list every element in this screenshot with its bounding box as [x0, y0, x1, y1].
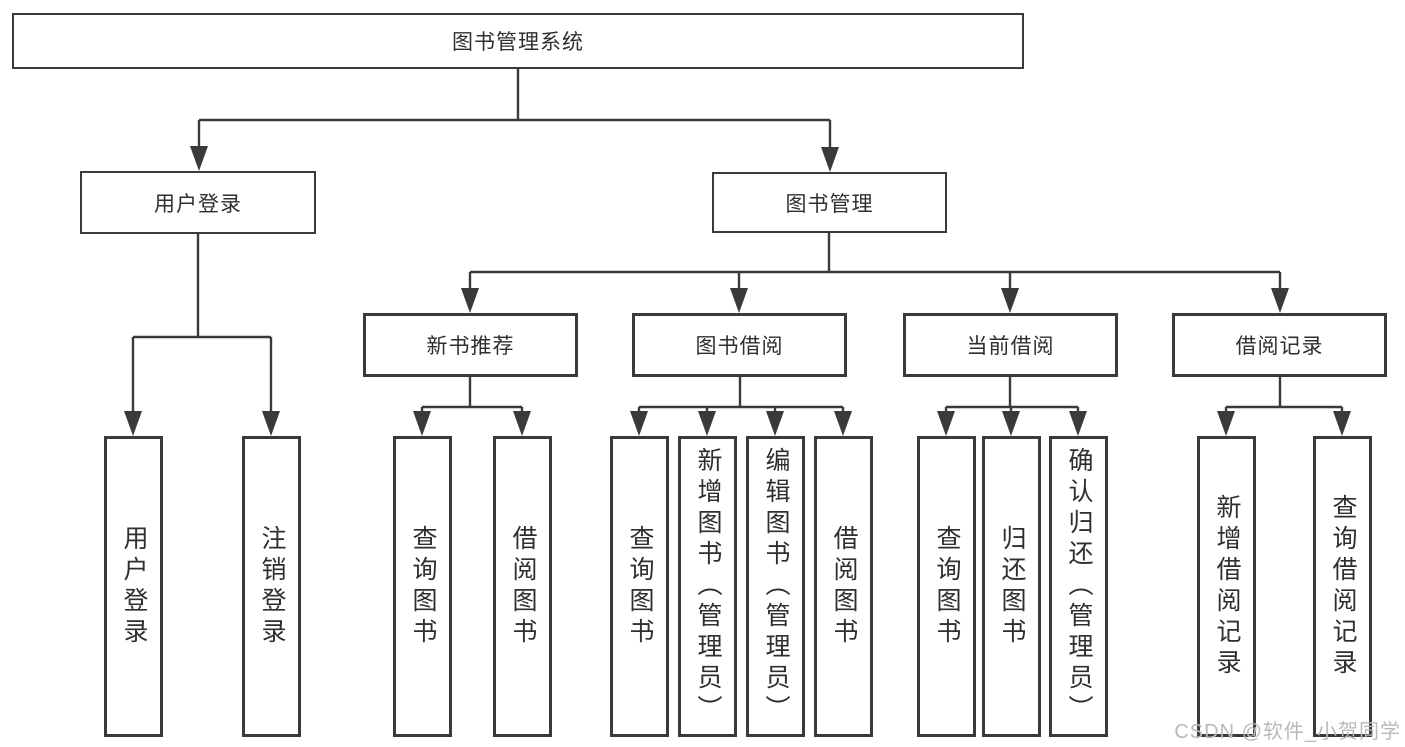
node-current-borrow-label: 当前借阅: [966, 335, 1055, 358]
leaf-query-books-current: 查询图书: [917, 436, 976, 737]
leaf-add-borrow-record-label: 新增借阅记录: [1213, 493, 1241, 680]
leaf-confirm-return-admin-label: 确认归还（管理员）: [1065, 447, 1093, 726]
leaf-query-borrow-record: 查询借阅记录: [1313, 436, 1372, 737]
leaf-edit-books-admin-label: 编辑图书（管理员）: [762, 447, 790, 726]
leaf-borrow-books-label: 借阅图书: [830, 524, 858, 649]
leaf-edit-books-admin: 编辑图书（管理员）: [746, 436, 805, 737]
leaf-query-books-borrow-label: 查询图书: [626, 524, 654, 649]
node-library-system: 图书管理系统: [12, 13, 1024, 69]
node-borrow-records-label: 借阅记录: [1235, 335, 1324, 358]
node-current-borrow: 当前借阅: [903, 313, 1118, 377]
leaf-add-borrow-record: 新增借阅记录: [1197, 436, 1256, 737]
leaf-user-login-label: 用户登录: [120, 524, 148, 649]
leaf-user-login: 用户登录: [104, 436, 163, 737]
leaf-logout: 注销登录: [242, 436, 301, 737]
leaf-add-books-admin: 新增图书（管理员）: [678, 436, 737, 737]
node-book-management: 图书管理: [712, 172, 947, 233]
node-book-borrow-label: 图书借阅: [695, 335, 784, 358]
leaf-return-books-label: 归还图书: [998, 524, 1026, 649]
leaf-query-books-borrow: 查询图书: [610, 436, 669, 737]
leaf-add-books-admin-label: 新增图书（管理员）: [694, 447, 722, 726]
leaf-borrow-books-recommend: 借阅图书: [493, 436, 552, 737]
node-new-book-recommend: 新书推荐: [363, 313, 578, 377]
leaf-query-books-recommend-label: 查询图书: [409, 524, 437, 649]
leaf-query-borrow-record-label: 查询借阅记录: [1329, 493, 1357, 680]
leaf-query-books-current-label: 查询图书: [933, 524, 961, 649]
leaf-confirm-return-admin: 确认归还（管理员）: [1049, 436, 1108, 737]
node-user-login: 用户登录: [80, 171, 316, 234]
leaf-return-books: 归还图书: [982, 436, 1041, 737]
leaf-borrow-books-recommend-label: 借阅图书: [509, 524, 537, 649]
leaf-borrow-books: 借阅图书: [814, 436, 873, 737]
leaf-query-books-recommend: 查询图书: [393, 436, 452, 737]
csdn-watermark: CSDN @软件_小贺同学: [1174, 721, 1401, 743]
node-library-system-label: 图书管理系统: [452, 31, 584, 54]
leaf-logout-label: 注销登录: [258, 524, 286, 649]
node-user-login-label: 用户登录: [154, 192, 242, 216]
node-book-management-label: 图书管理: [785, 192, 874, 216]
node-new-book-recommend-label: 新书推荐: [426, 335, 515, 358]
node-book-borrow: 图书借阅: [632, 313, 847, 377]
arrowheads: [124, 146, 1351, 436]
node-borrow-records: 借阅记录: [1172, 313, 1387, 377]
